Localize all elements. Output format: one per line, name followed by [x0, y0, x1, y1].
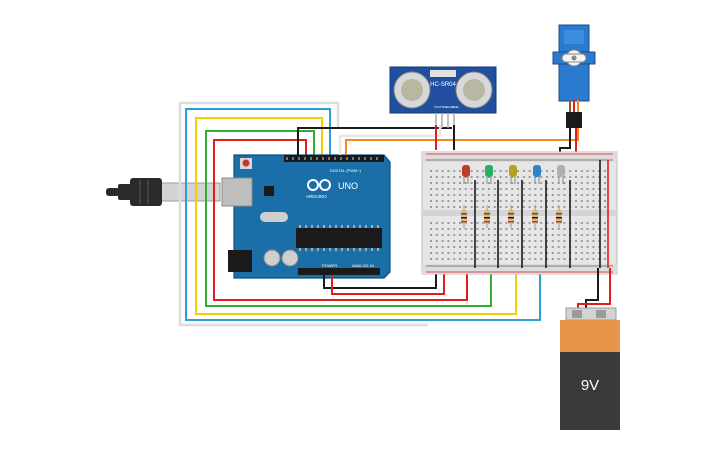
- led-red: [462, 165, 470, 184]
- battery-wires: [577, 268, 611, 310]
- reset-button: [242, 159, 250, 167]
- led-white: [557, 165, 565, 184]
- sensor-pin-gnd: GND: [452, 105, 460, 109]
- usb-cable: [106, 178, 221, 206]
- power-label: POWER: [322, 263, 337, 268]
- wire-blue-outer: [185, 108, 541, 321]
- analog-label: ANALOG IN: [352, 263, 374, 268]
- servo-connector: [566, 112, 582, 128]
- sensor-wires: [435, 125, 455, 150]
- battery-label: 9V: [581, 377, 599, 394]
- battery-9v: 9V: [560, 307, 620, 430]
- leds: [462, 165, 565, 184]
- digital-label: DIGITAL (PWM~): [330, 168, 362, 173]
- breadboard-jumpers: [474, 160, 609, 268]
- atmega-chip: [296, 228, 382, 248]
- resistor-5: [556, 205, 562, 228]
- power-analog-header: [298, 268, 380, 275]
- digital-pin-wires: [297, 125, 579, 155]
- wire-white: [178, 101, 428, 327]
- servo-motor: [552, 24, 596, 128]
- wire-green: [205, 130, 492, 307]
- arduino-uno-board: UNO ARDUINO DIGITAL (PWM~) POWER ANALOG …: [221, 154, 391, 279]
- led-green: [485, 165, 493, 184]
- capacitor-1: [263, 249, 281, 267]
- sensor-pin-vcc: VCC: [434, 105, 441, 109]
- ultrasonic-sensor: HC-SR04 VCC TRIG ECHO GND: [389, 66, 497, 128]
- breadboard: [421, 151, 618, 275]
- wire-yellow: [195, 117, 517, 315]
- power-jack: [228, 250, 252, 272]
- sensor-pin-trig: TRIG: [440, 105, 448, 109]
- model-label: UNO: [338, 181, 358, 191]
- sensor-pin-echo: ECHO: [446, 105, 455, 109]
- wire-red: [213, 139, 468, 301]
- resistor-1: [461, 205, 467, 228]
- usb-jack: [221, 177, 253, 207]
- resistor-4: [532, 205, 538, 228]
- led-yellow: [509, 165, 517, 184]
- capacitor-2: [281, 249, 299, 267]
- led-blue: [533, 165, 541, 184]
- sensor-crystal: [430, 70, 456, 77]
- crystal: [260, 212, 288, 222]
- resistors: [461, 205, 562, 228]
- power-wires: [323, 262, 445, 295]
- sensor-label: HC-SR04: [430, 82, 456, 88]
- usb-chip: [264, 186, 274, 196]
- resistor-2: [484, 205, 490, 228]
- resistor-3: [508, 205, 514, 228]
- arduino-logo-icon: [307, 179, 331, 191]
- brand-label: ARDUINO: [306, 194, 327, 199]
- outer-wires: [178, 101, 541, 327]
